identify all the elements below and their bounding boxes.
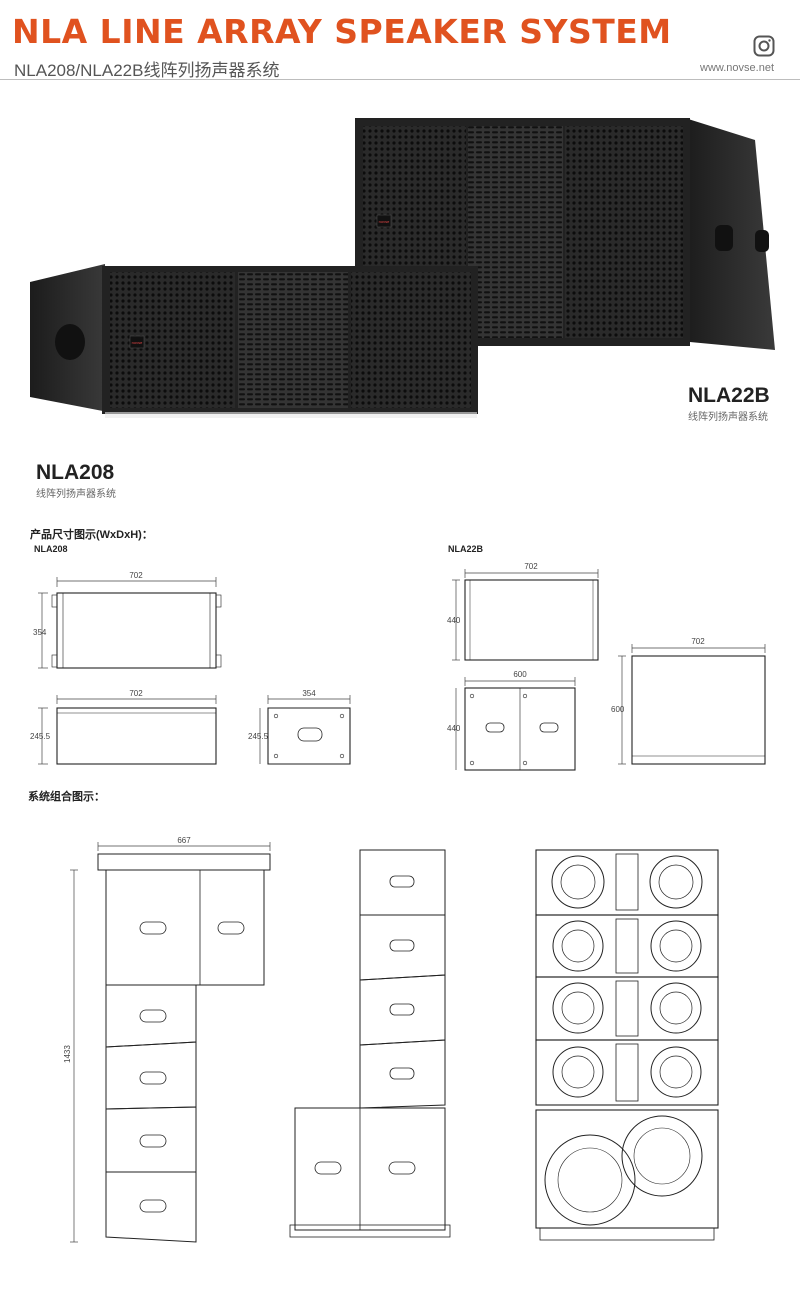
website-link[interactable]: www.novse.net: [700, 62, 774, 74]
nla22b-top-depth: 600: [611, 705, 625, 714]
nla22b-front-width: 702: [524, 562, 538, 571]
combo-width-value: 667: [177, 836, 191, 845]
nla22b-front-drawing: 702 440: [447, 562, 599, 661]
nla22b-top-drawing: 702 600: [611, 637, 766, 765]
header-divider: [0, 79, 800, 80]
instagram-icon[interactable]: [753, 35, 775, 57]
nla208-top-depth: 245.5: [30, 732, 51, 741]
nla22b-product-image: novse: [355, 118, 775, 350]
nla208-side-depth: 245.5: [248, 732, 269, 741]
nla22b-side-drawing: 600 440: [447, 670, 576, 771]
nla22b-side-height: 440: [447, 724, 461, 733]
page-subtitle: NLA208/NLA22B线阵列扬声器系统: [14, 61, 280, 80]
novse-badge: novse: [379, 219, 390, 224]
nla22b-model-name: NLA22B: [688, 384, 770, 407]
combo-side-drawing: 667 1433: [63, 836, 271, 1243]
combo-height-value: 1433: [63, 1045, 72, 1063]
nla208-dim-label: NLA208: [34, 544, 68, 554]
nla208-front-height: 354: [33, 628, 47, 637]
combo-section-title: 系统组合图示：: [28, 791, 105, 803]
nla22b-front-height: 440: [447, 616, 461, 625]
nla208-top-width: 702: [129, 689, 143, 698]
nla208-product-image: novse: [30, 264, 478, 418]
nla208-side-width: 354: [302, 689, 316, 698]
nla22b-dim-label: NLA22B: [448, 544, 484, 554]
svg-text:novse: novse: [132, 340, 143, 345]
page-title: NLA LINE ARRAY SPEAKER SYSTEM: [12, 12, 672, 51]
nla22b-side-width: 600: [513, 670, 527, 679]
combo-curved-drawing: [289, 849, 451, 1238]
nla208-front-width: 702: [129, 571, 143, 580]
nla22b-top-width: 702: [691, 637, 705, 646]
nla208-front-drawing: 702 354: [33, 571, 222, 669]
dimensions-section-title: 产品尺寸图示(WxDxH)：: [30, 529, 153, 541]
nla22b-model-desc: 线阵列扬声器系统: [688, 412, 768, 423]
nla208-top-drawing: 702 245.5: [30, 689, 217, 765]
nla208-side-drawing: 354 245.5: [248, 689, 351, 765]
nla208-model-name: NLA208: [36, 461, 115, 484]
nla208-model-desc: 线阵列扬声器系统: [36, 489, 116, 500]
combo-front-drawing: [535, 849, 719, 1241]
